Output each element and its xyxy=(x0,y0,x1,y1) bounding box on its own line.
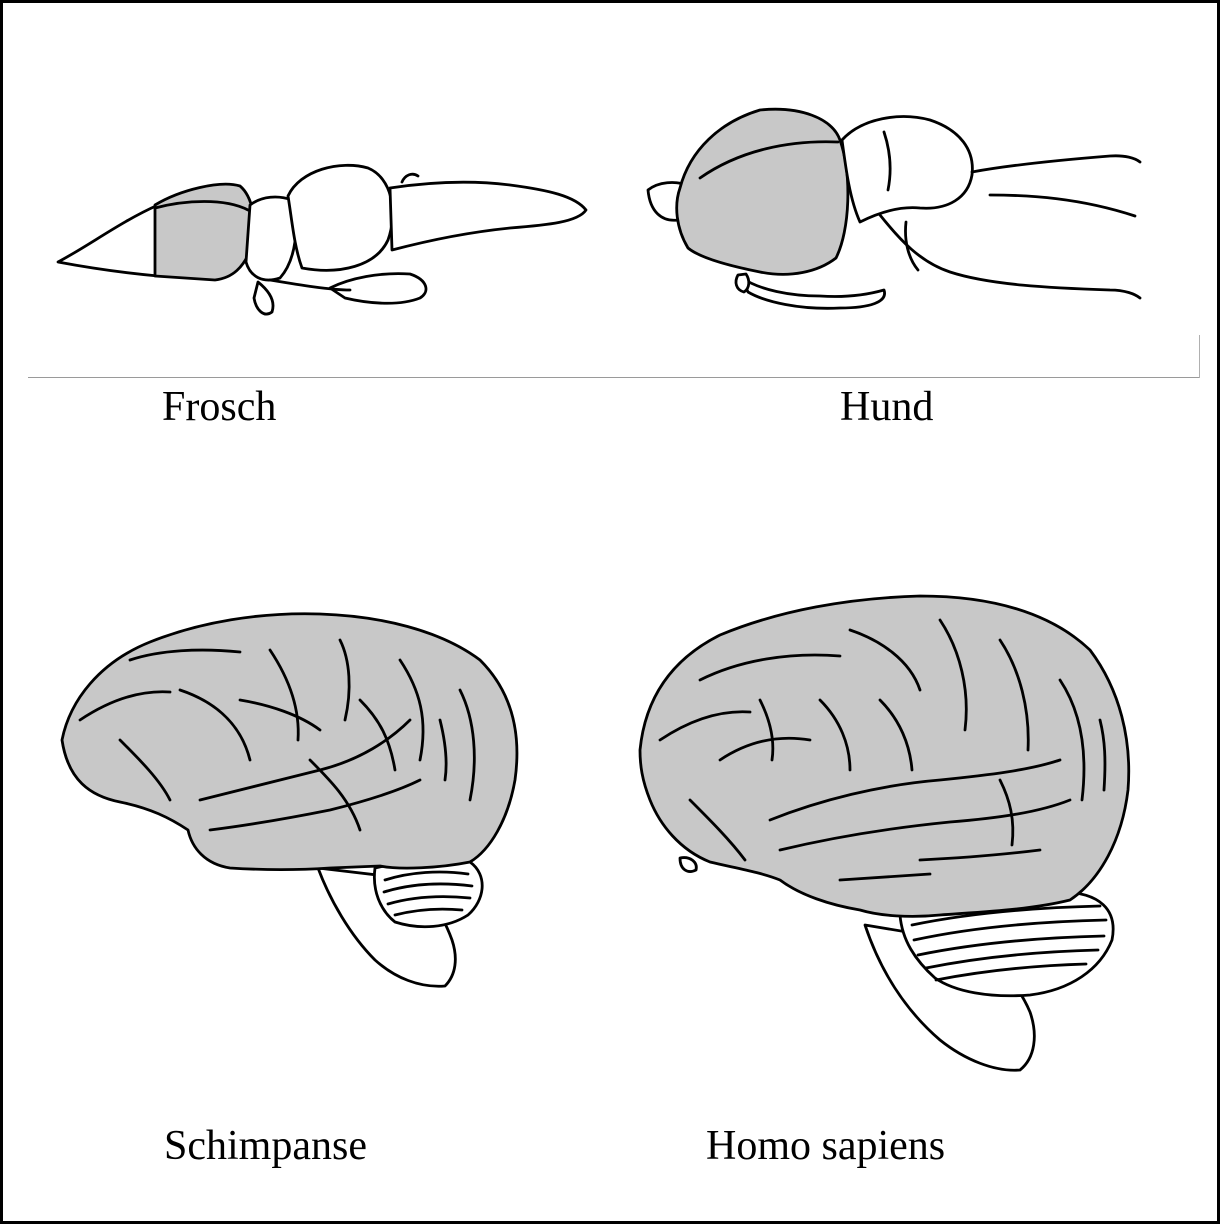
frog-diencephalon xyxy=(246,197,296,280)
human-olfactory-tip xyxy=(680,858,696,872)
label-chimp: Schimpanse xyxy=(164,1125,367,1167)
chimp-cerebellum xyxy=(374,860,482,926)
frog-ventral xyxy=(254,282,273,314)
frog-brain xyxy=(58,165,586,314)
chimp-brain xyxy=(62,614,517,987)
human-cortex xyxy=(640,596,1129,916)
frog-cerebrum xyxy=(155,184,254,280)
chimp-cortex xyxy=(62,614,517,870)
dog-cerebrum xyxy=(677,109,848,274)
label-frog: Frosch xyxy=(162,386,276,428)
dog-pituitary xyxy=(736,274,749,292)
frog-medulla xyxy=(390,182,586,250)
label-human: Homo sapiens xyxy=(706,1125,945,1167)
dog-ventral xyxy=(742,278,885,308)
frog-optic-lobe xyxy=(288,165,393,270)
frog-olfactory-bulb xyxy=(58,205,158,276)
dog-cerebellum xyxy=(842,117,972,222)
human-brain xyxy=(640,596,1129,1070)
dog-brain xyxy=(648,109,1140,308)
label-dog: Hund xyxy=(840,386,933,428)
